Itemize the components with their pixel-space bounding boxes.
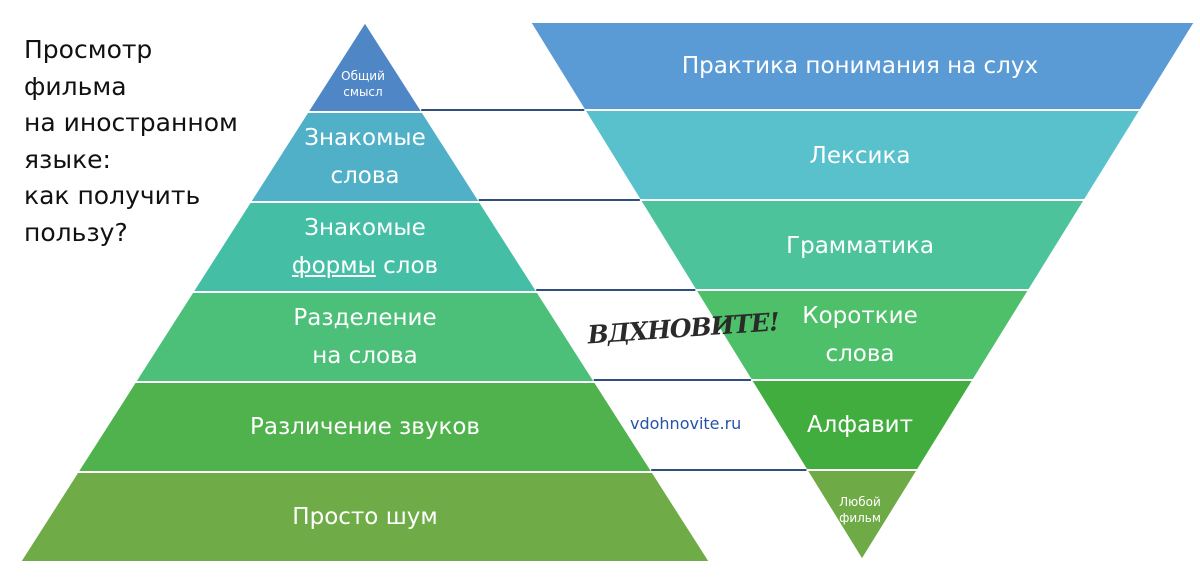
pyramid-label-sound-distinction: Различение звуков — [250, 414, 480, 440]
heading-line-5: как получить — [24, 181, 201, 210]
funnel-label-any-film: Любой фильм — [839, 495, 881, 525]
pyramid-label-familiar-forms: Знакомые формы слов — [220, 202, 510, 292]
funnel-label-alphabet: Алфавит — [806, 412, 914, 438]
pyramid-level-6 — [18, 471, 712, 563]
brand-logo: ВДХНОВИТЕ! — [586, 307, 780, 350]
site-url[interactable]: vdohnovite.ru — [630, 414, 742, 433]
funnel-label-vocabulary: Лексика — [809, 143, 911, 169]
pyramid-label-word-segmentation: Разделение на слова — [293, 305, 437, 369]
familiar-forms-line: формы слов — [291, 253, 439, 279]
heading-line-4: языке: — [24, 144, 111, 174]
funnel-label-listening-practice: Практика понимания на слух — [681, 53, 1039, 79]
heading: Просмотр фильма на иностранном языке: ка… — [24, 32, 274, 251]
heading-line-6: пользу? — [24, 217, 128, 247]
heading-line-2: фильма — [24, 71, 127, 101]
heading-line-1: Просмотр — [24, 35, 153, 64]
pyramid-label-general-meaning: Общий смысл — [341, 69, 385, 99]
funnel-label-short-words: Короткие слова — [802, 303, 918, 367]
pyramid-label-familiar-words: Знакомые слова — [304, 125, 426, 189]
funnel-level-6 — [804, 469, 920, 562]
heading-line-3: на иностранном — [24, 108, 238, 137]
funnel-label-grammar: Грамматика — [786, 233, 934, 259]
pyramid-label-just-noise: Просто шум — [292, 504, 438, 530]
